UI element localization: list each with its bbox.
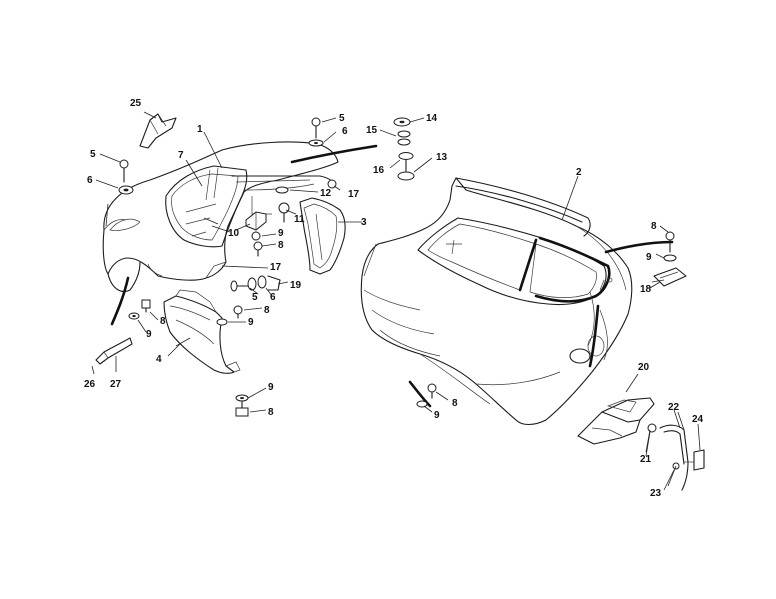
front-clamshell: [102, 141, 378, 326]
callout-5-mid: 5: [252, 292, 258, 303]
callout-20: 20: [638, 362, 650, 373]
callout-8-rear: 8: [452, 398, 458, 409]
callout-15: 15: [366, 125, 378, 136]
callout-27: 27: [110, 379, 122, 390]
clip-icon: [245, 202, 290, 231]
washer-stack-icon: [393, 117, 415, 181]
callout-13: 13: [436, 152, 448, 163]
callout-22: 22: [668, 402, 680, 413]
fasteners: [118, 117, 677, 417]
callout-10: 10: [228, 228, 240, 239]
callout-9-mid: 9: [248, 317, 254, 328]
callout-11: 11: [294, 214, 305, 225]
callout-9-clip: 9: [278, 228, 284, 239]
callout-21: 21: [640, 454, 652, 465]
windscreen-frame-part: [299, 197, 362, 275]
callout-6-left: 6: [87, 175, 93, 186]
bolt-icon: [308, 117, 324, 147]
callout-25: 25: [130, 98, 142, 109]
vent-part-20: [577, 373, 655, 445]
bolt-icon: [416, 383, 437, 408]
bolt-icon: [235, 394, 249, 417]
callout-9-bottom: 9: [268, 382, 274, 393]
bracket-part-25: [139, 111, 177, 149]
bolt-icon: [216, 305, 243, 326]
bolt-icon: [128, 299, 151, 320]
cable-assembly-part-21-24: [645, 411, 705, 491]
callout-9-rear: 9: [434, 410, 440, 421]
bolt-icon: [230, 275, 281, 292]
plate-part-18: [651, 267, 687, 287]
callout-26: 26: [84, 379, 96, 390]
callout-24: 24: [692, 414, 704, 425]
callout-6-mid: 6: [270, 292, 276, 303]
callout-1: 1: [197, 124, 203, 135]
callout-17-top: 17: [348, 189, 360, 200]
bolt-icon: [118, 159, 134, 195]
callout-3: 3: [361, 217, 367, 228]
callout-23: 23: [650, 488, 662, 499]
callout-7: 7: [178, 150, 184, 161]
callout-5-top: 5: [339, 113, 345, 124]
washer-icon: [275, 186, 289, 194]
callout-9-arch: 9: [146, 329, 152, 340]
bolt-icon: [251, 231, 263, 257]
callout-18: 18: [640, 284, 652, 295]
callout-8-mid: 8: [264, 305, 270, 316]
callout-16: 16: [373, 165, 385, 176]
callout-6-top: 6: [342, 126, 348, 137]
callout-8-right: 8: [651, 221, 657, 232]
callout-17-mid: 17: [270, 262, 282, 273]
wheel-arch-liner-part: [163, 289, 241, 374]
callout-14: 14: [426, 113, 438, 124]
callout-2: 2: [576, 167, 582, 178]
callout-4: 4: [156, 354, 162, 365]
rear-clamshell: [360, 177, 674, 426]
callout-8-bottom: 8: [268, 407, 274, 418]
callout-5-left: 5: [90, 149, 96, 160]
callout-19: 19: [290, 280, 302, 291]
bolt-icon: [663, 231, 677, 262]
callout-labels: 1 2 3 4 5 5 5 6 6 6 7 8 8 8 8 8 8 9 9 9 …: [84, 98, 704, 499]
leader-lines: [95, 117, 701, 491]
callout-8-clip: 8: [278, 240, 284, 251]
clip-part-26-27: [91, 337, 133, 375]
callout-9-right: 9: [646, 252, 652, 263]
callout-12: 12: [320, 188, 332, 199]
callout-8-arch: 8: [160, 316, 166, 327]
